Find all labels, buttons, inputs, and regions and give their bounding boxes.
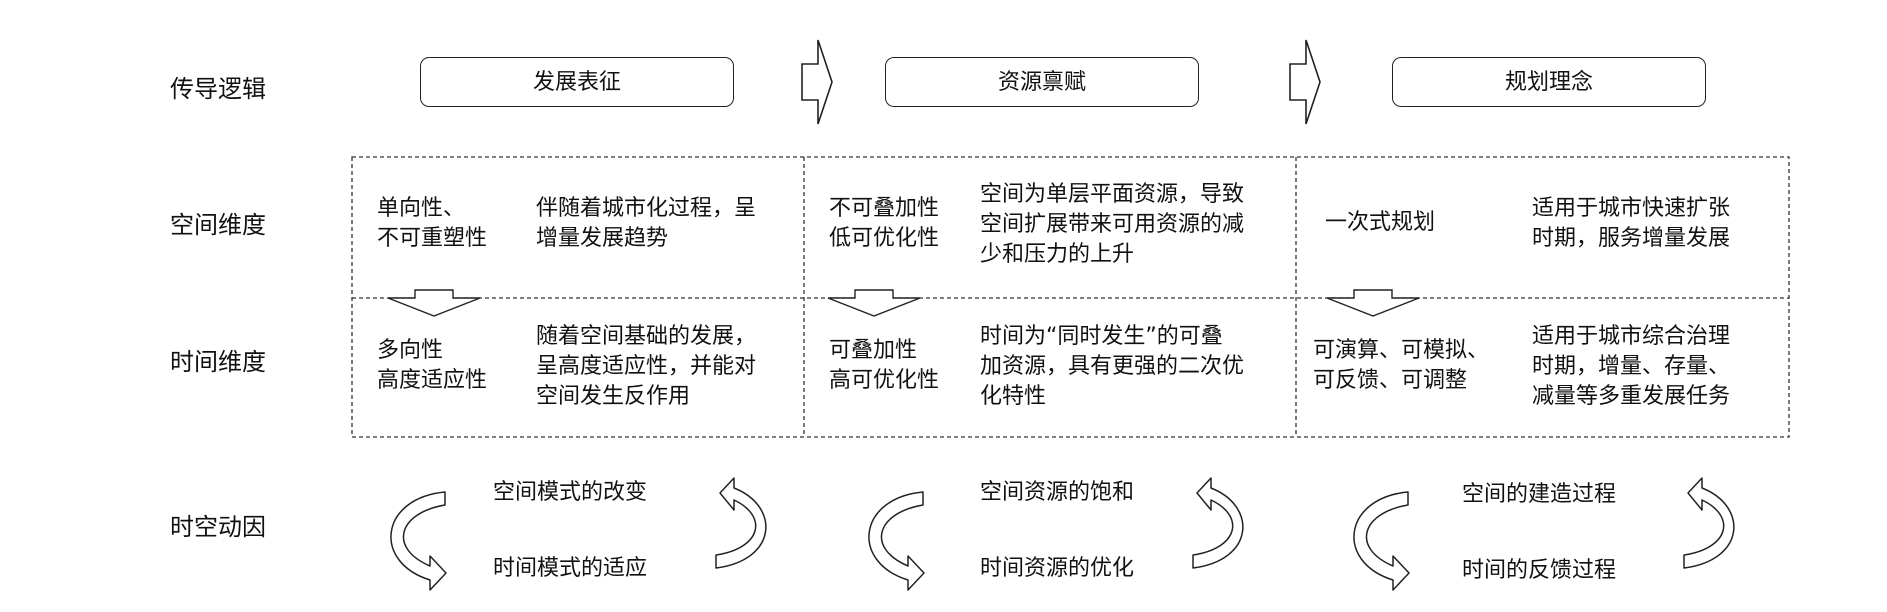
row-label-driver: 时空动因	[170, 513, 266, 541]
cycle-arrow-left-icon	[390, 491, 447, 591]
dashed-grid	[351, 156, 1790, 438]
space-short-2: 不可叠加性 低可优化性	[829, 196, 940, 251]
row-label-time: 时间维度	[170, 348, 266, 376]
time-short-3: 可演算、可模拟、 可反馈、可调整	[1313, 338, 1490, 393]
cycle-arrow-left-icon	[1353, 491, 1410, 591]
cycle-2-top: 空间资源的饱和	[980, 480, 1135, 505]
cycle-3-bottom: 时间的反馈过程	[1462, 558, 1617, 583]
space-desc-3: 适用于城市快速扩张 时期，服务增量发展	[1532, 196, 1731, 251]
header-planning: 规划理念	[1392, 57, 1706, 107]
time-desc-1: 随着空间基础的发展， 呈高度适应性，并能对 空间发生反作用	[536, 324, 757, 409]
time-short-2: 可叠加性 高可优化性	[829, 338, 940, 393]
space-desc-1: 伴随着城市化过程，呈 增量发展趋势	[536, 196, 757, 251]
cycle-arrow-left-icon	[868, 491, 925, 591]
cycle-1-top: 空间模式的改变	[493, 480, 648, 505]
cycle-2-bottom: 时间资源的优化	[980, 556, 1135, 581]
time-short-1: 多向性 高度适应性	[377, 338, 488, 393]
time-desc-3: 适用于城市综合治理 时期，增量、存量、 减量等多重发展任务	[1532, 324, 1731, 409]
arrow-right-icon	[801, 39, 833, 125]
space-short-3: 一次式规划	[1325, 210, 1436, 235]
row-label-logic: 传导逻辑	[170, 75, 266, 103]
cycle-arrow-right-icon	[1192, 477, 1244, 569]
arrow-down-icon	[827, 289, 921, 317]
cycle-arrow-right-icon	[1683, 477, 1735, 569]
arrow-down-icon	[1326, 289, 1420, 317]
cycle-3-top: 空间的建造过程	[1462, 482, 1617, 507]
header-resources: 资源禀赋	[885, 57, 1199, 107]
space-short-1: 单向性、 不可重塑性	[377, 196, 488, 251]
space-desc-2: 空间为单层平面资源，导致 空间扩展带来可用资源的减 少和压力的上升	[980, 182, 1245, 267]
arrow-down-icon	[387, 289, 481, 317]
time-desc-2: 时间为“同时发生”的可叠 加资源，具有更强的二次优 化特性	[980, 324, 1245, 409]
row-label-space: 空间维度	[170, 211, 266, 239]
cycle-1-bottom: 时间模式的适应	[493, 556, 648, 581]
arrow-right-icon	[1289, 39, 1321, 125]
cycle-arrow-right-icon	[715, 477, 767, 569]
header-development: 发展表征	[420, 57, 734, 107]
